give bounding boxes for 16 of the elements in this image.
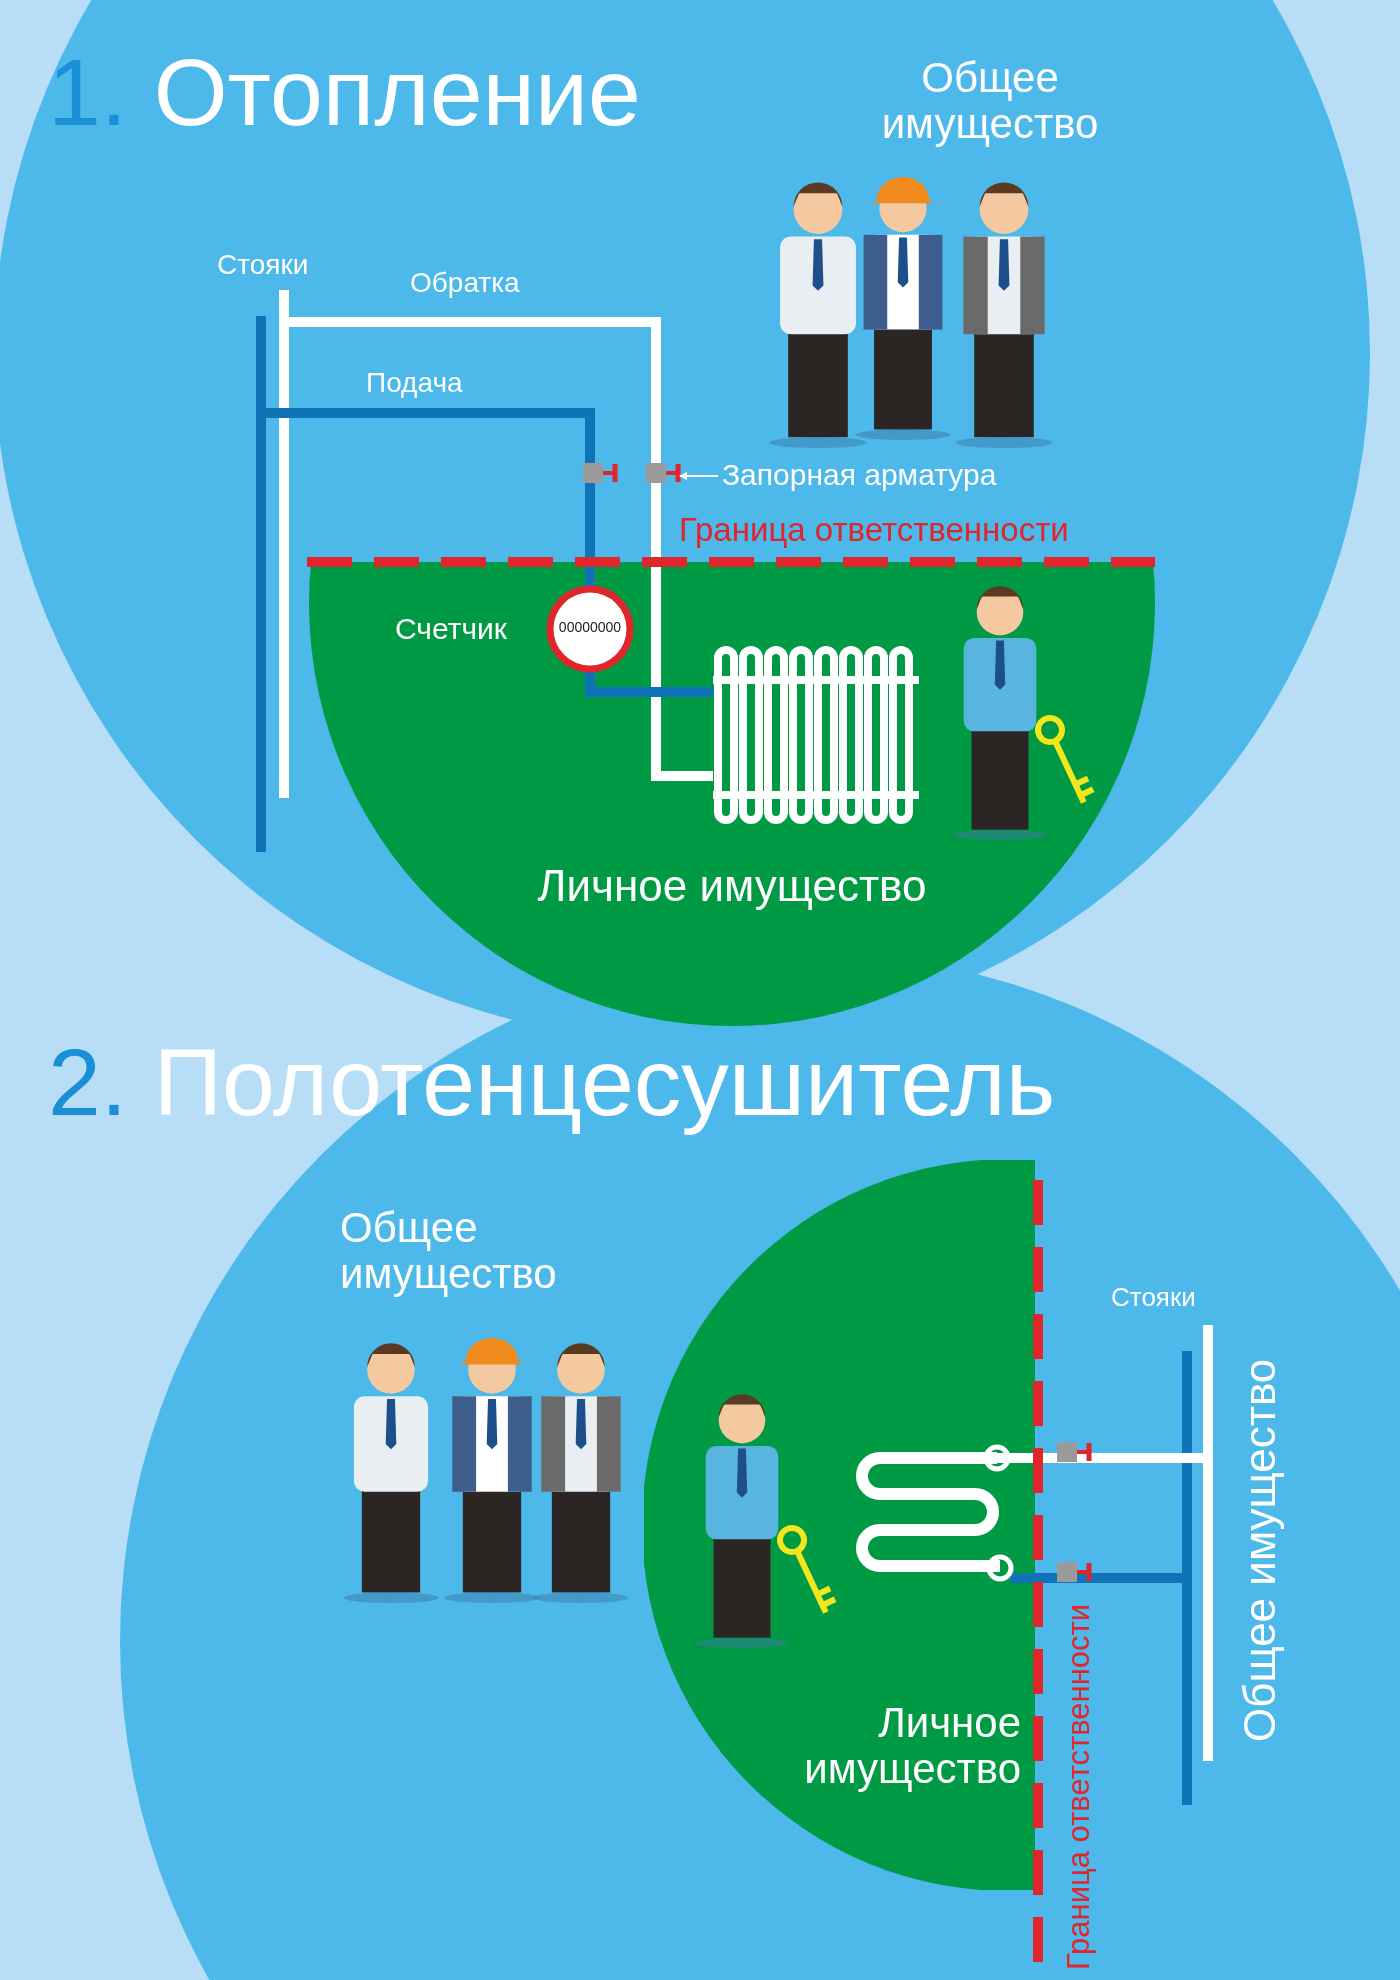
pipe-label: Стояки bbox=[1111, 1283, 1196, 1312]
leader-arrow bbox=[679, 472, 719, 480]
pipe-label: Подача bbox=[366, 368, 463, 399]
zone-title: Личное имущество bbox=[803, 1700, 1021, 1793]
zone-title: Общее имущество bbox=[340, 1205, 558, 1298]
zone-title: Личное имущество bbox=[536, 862, 928, 911]
valve-icon bbox=[646, 463, 681, 483]
meter-reading: 00000000 bbox=[557, 620, 623, 636]
boundary-label: Граница ответственности bbox=[679, 512, 1069, 549]
pipe-label: Обратка bbox=[410, 268, 520, 299]
boundary-label: Граница ответственности bbox=[1062, 1602, 1097, 1970]
pipe-label: Стояки bbox=[217, 250, 309, 281]
zone-title: Общее имущество bbox=[1236, 1357, 1285, 1744]
callout-text: Запорная арматура bbox=[722, 458, 997, 491]
meter-label: Счетчик bbox=[395, 612, 507, 645]
zone-title: Общее имущество bbox=[880, 55, 1100, 148]
